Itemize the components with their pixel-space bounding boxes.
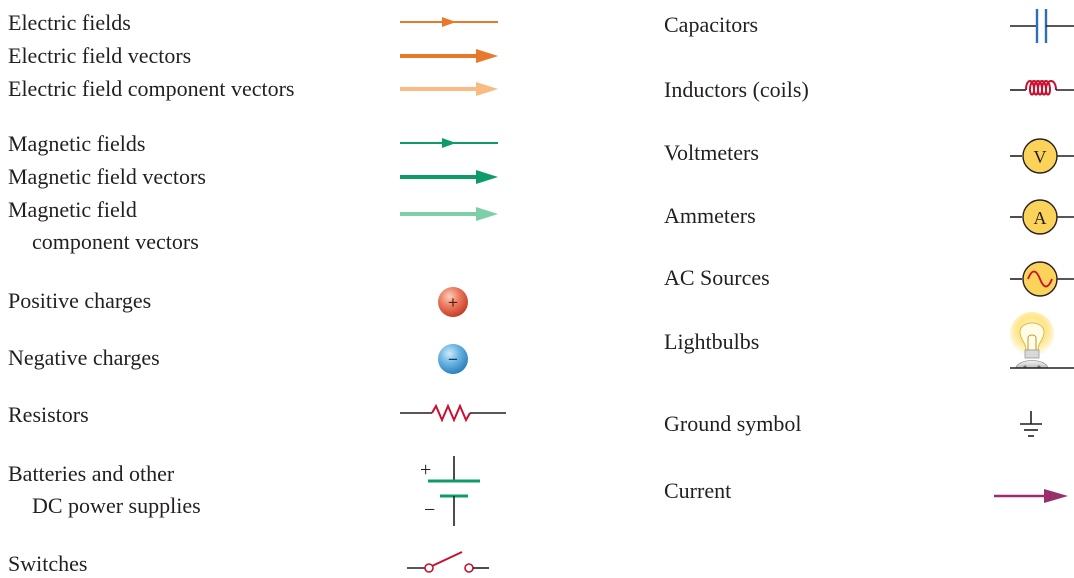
label-magnetic-field-vectors: Magnetic field vectors [8, 164, 206, 189]
ammeter-icon: A [1010, 199, 1074, 235]
label-electric-fields: Electric fields [8, 10, 131, 35]
magnetic-field-line-icon [400, 138, 498, 148]
positive-sign: + [448, 293, 458, 312]
negative-sign: − [448, 350, 458, 369]
voltmeter-letter: V [1034, 147, 1047, 167]
electric-field-component-vector-icon [400, 82, 498, 96]
battery-minus-sign: − [424, 499, 435, 521]
label-voltmeters: Voltmeters [664, 140, 759, 165]
battery-icon: + − [420, 456, 480, 526]
ground-icon [1020, 411, 1042, 437]
switch-icon [407, 551, 489, 573]
magnetic-field-component-vector-icon [400, 207, 498, 221]
ac-source-icon [1010, 261, 1074, 297]
battery-plus-sign: + [420, 459, 431, 481]
label-resistors: Resistors [8, 402, 89, 427]
label-negative-charges: Negative charges [8, 345, 160, 370]
label-positive-charges: Positive charges [8, 288, 152, 313]
voltmeter-icon: V [1010, 138, 1074, 174]
label-electric-field-vectors: Electric field vectors [8, 43, 192, 68]
label-electric-field-component-vectors: Electric field component vectors [8, 76, 295, 101]
label-ammeters: Ammeters [664, 203, 756, 228]
ammeter-letter: A [1034, 208, 1047, 228]
label-magnetic-fields: Magnetic fields [8, 131, 146, 156]
label-batteries-1: Batteries and other [8, 461, 175, 486]
label-inductors: Inductors (coils) [664, 77, 809, 102]
lightbulb-icon [1010, 312, 1074, 369]
label-switches: Switches [8, 551, 88, 576]
current-arrow-icon [994, 489, 1068, 503]
positive-charge-icon: + [438, 287, 468, 317]
label-lightbulbs: Lightbulbs [664, 329, 760, 354]
label-magnetic-field-component-vectors-2: component vectors [32, 229, 199, 254]
label-batteries-2: DC power supplies [32, 493, 201, 518]
negative-charge-icon: − [438, 344, 468, 374]
label-capacitors: Capacitors [664, 12, 759, 37]
resistor-icon [400, 403, 506, 423]
label-current: Current [664, 478, 732, 503]
capacitor-icon [1010, 9, 1074, 43]
label-magnetic-field-component-vectors-1: Magnetic field [8, 197, 137, 222]
label-ground-symbol: Ground symbol [664, 411, 802, 436]
label-ac-sources: AC Sources [664, 265, 770, 290]
magnetic-field-vector-icon [400, 170, 498, 184]
inductor-icon [1010, 80, 1074, 96]
electric-field-line-icon [400, 17, 498, 27]
electric-field-vector-icon [400, 49, 498, 63]
